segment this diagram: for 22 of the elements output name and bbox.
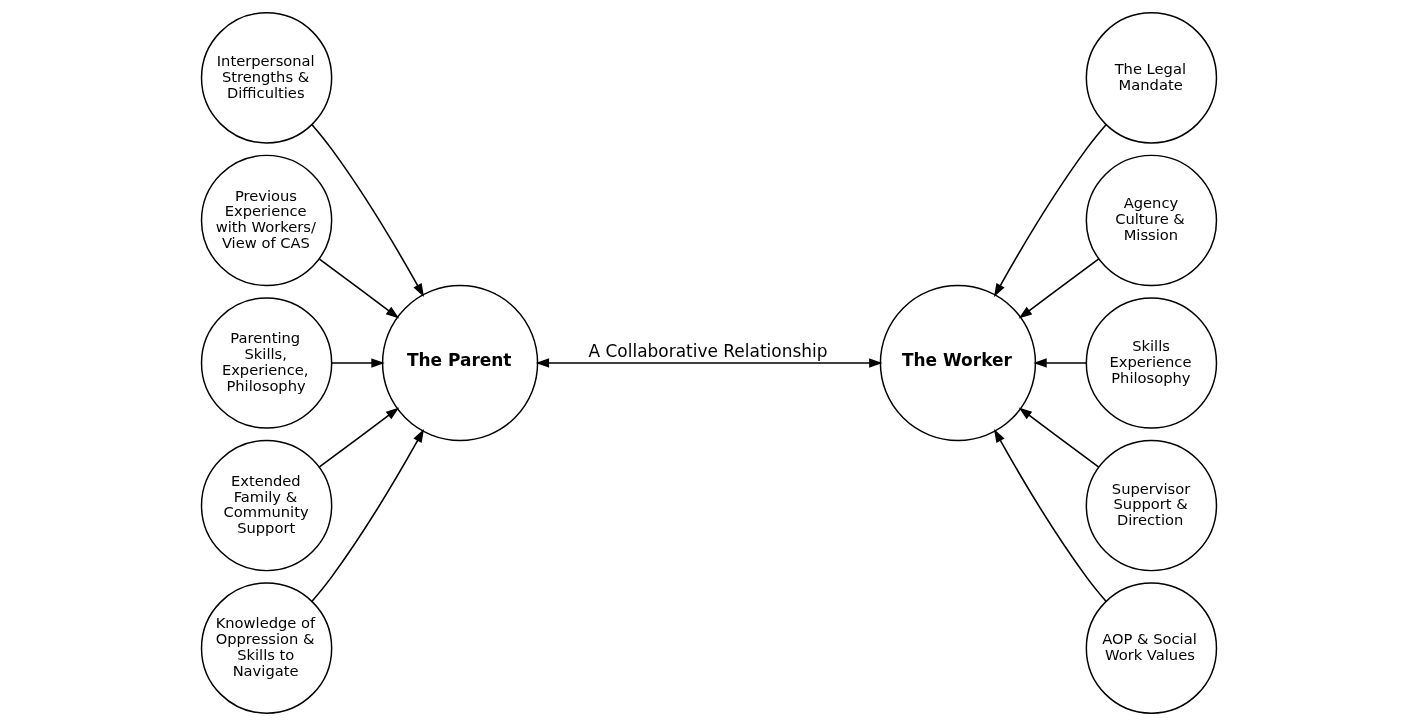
node-circle: AOP & Social Work Values [1085,582,1218,714]
arrow [1033,358,1087,368]
arrow [1018,407,1100,468]
edge-label: A Collaborative Relationship [588,341,828,362]
node-circle: Interpersonal Strengths & Difficulties [200,12,333,144]
node-circle: Knowledge of Oppression & Skills to Navigate [200,582,333,714]
node-circle: Extended Family & Community Support [200,439,333,572]
node-circle: The Legal Mandate [1085,12,1218,144]
arrow [535,358,883,368]
arrow [331,358,385,368]
arrow [1018,258,1100,319]
node-circle: Parenting Skills, Experience, Philosophy [200,297,333,429]
arrow [311,123,425,297]
node-circle: Supervisor Support & Direction [1085,439,1218,572]
arrow [318,258,400,319]
arrow [318,407,400,468]
arrow [311,429,425,603]
node-circle: Skills Experience Philosophy [1085,297,1218,429]
node-circle: Agency Culture & Mission [1085,154,1218,287]
arrow [993,429,1107,603]
node-circle: Previous Experience with Workers/ View of CAS [200,154,333,287]
arrow [993,123,1107,297]
